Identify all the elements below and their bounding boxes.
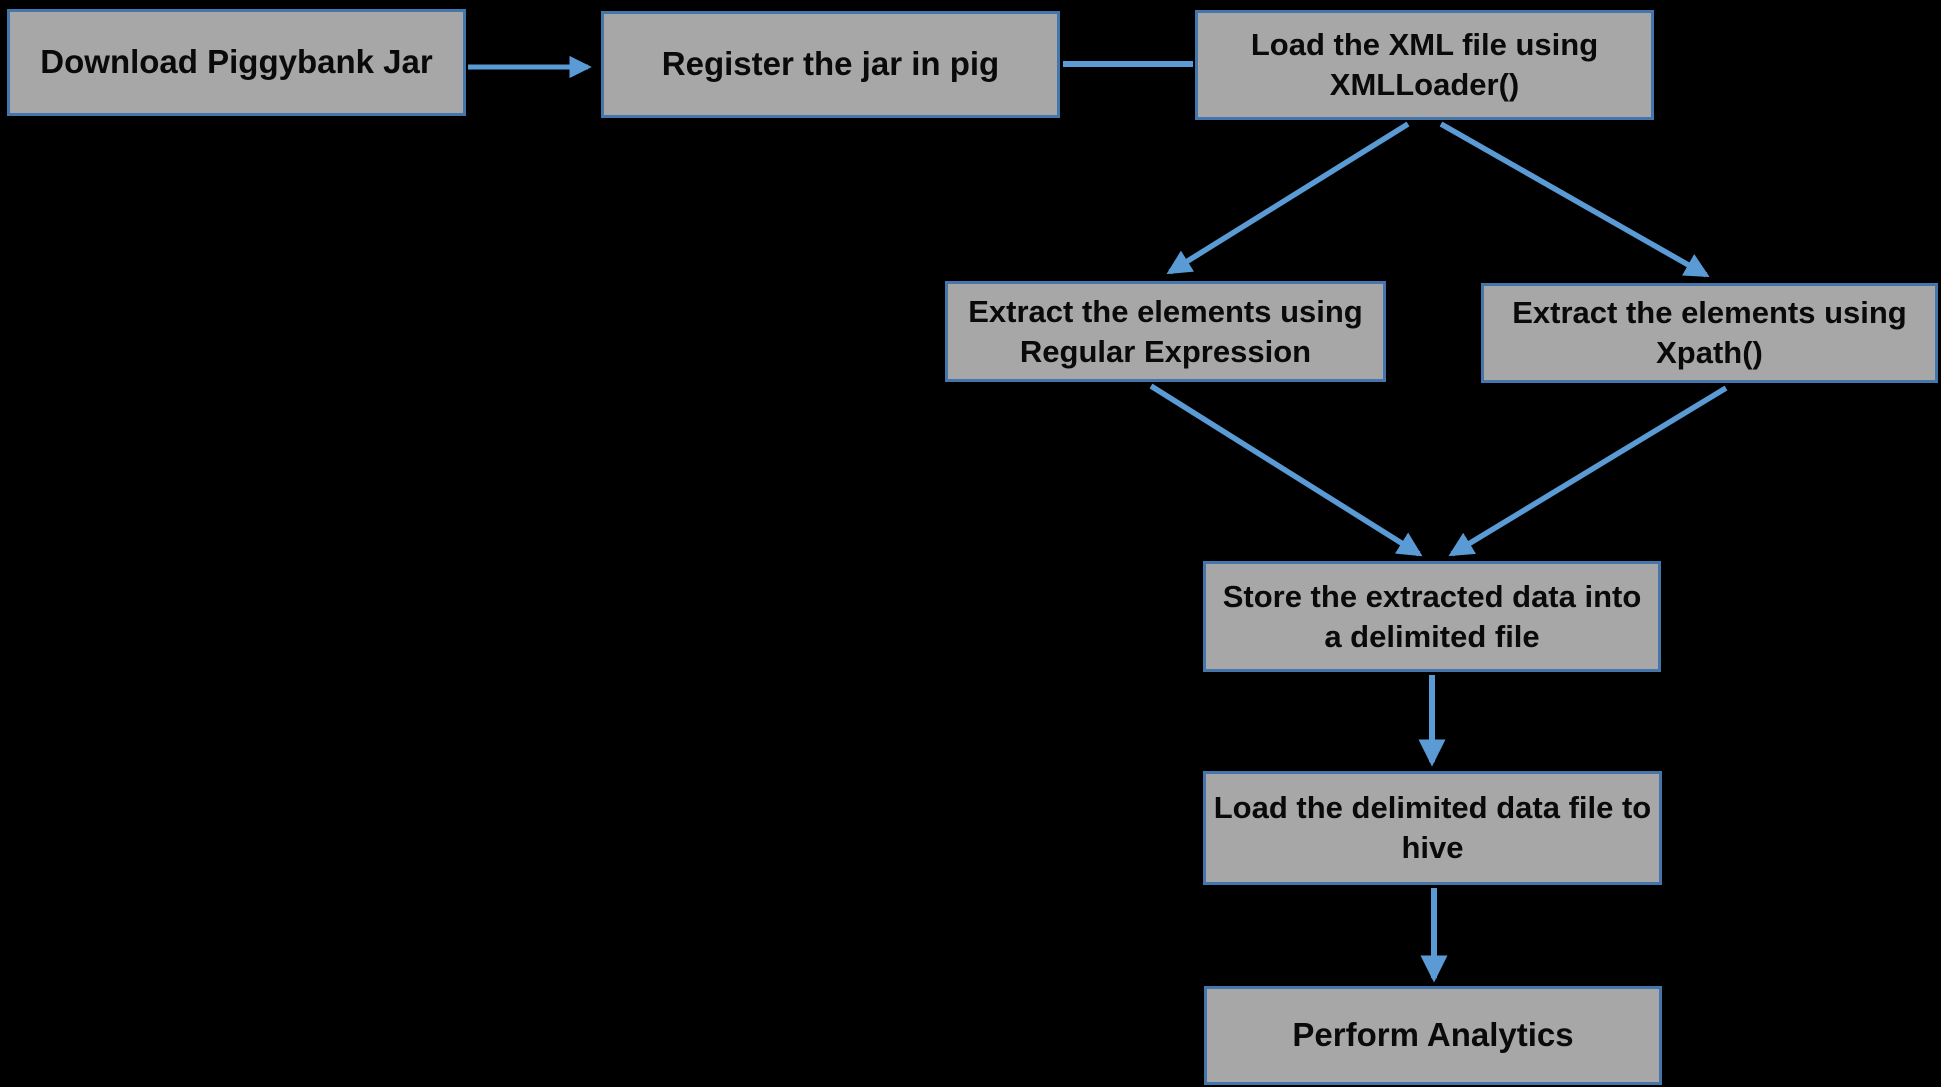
node-perform-analytics: Perform Analytics bbox=[1204, 986, 1662, 1085]
node-store-delimited-label: Store the extracted data into a delimite… bbox=[1222, 578, 1642, 654]
node-perform-analytics-label: Perform Analytics bbox=[1292, 1016, 1574, 1054]
node-register-jar: Register the jar in pig bbox=[601, 11, 1060, 118]
edge-regex-to-store-arrow bbox=[1149, 383, 1423, 557]
node-load-xml-label: Load the XML file using XMLLoader() bbox=[1250, 27, 1599, 102]
node-download-jar-label: Download Piggybank Jar bbox=[40, 43, 433, 81]
node-extract-regex-label: Extract the elements using Regular Expre… bbox=[968, 293, 1363, 369]
node-download-jar: Download Piggybank Jar bbox=[7, 9, 466, 116]
node-load-hive-label: Load the delimited data file to hive bbox=[1213, 790, 1652, 865]
node-load-hive: Load the delimited data file to hive bbox=[1203, 771, 1662, 885]
node-load-xml: Load the XML file using XMLLoader() bbox=[1195, 10, 1654, 120]
node-store-delimited: Store the extracted data into a delimite… bbox=[1203, 561, 1661, 672]
edge-xpath-to-store-arrow bbox=[1448, 385, 1728, 557]
node-extract-xpath-label: Extract the elements using Xpath() bbox=[1512, 295, 1907, 370]
node-register-jar-label: Register the jar in pig bbox=[661, 45, 1000, 83]
edge-load-to-xpath-arrow bbox=[1439, 121, 1710, 278]
edge-load-to-regex-arrow bbox=[1166, 121, 1410, 275]
node-extract-regex: Extract the elements using Regular Expre… bbox=[945, 281, 1386, 382]
node-extract-xpath: Extract the elements using Xpath() bbox=[1481, 283, 1938, 383]
